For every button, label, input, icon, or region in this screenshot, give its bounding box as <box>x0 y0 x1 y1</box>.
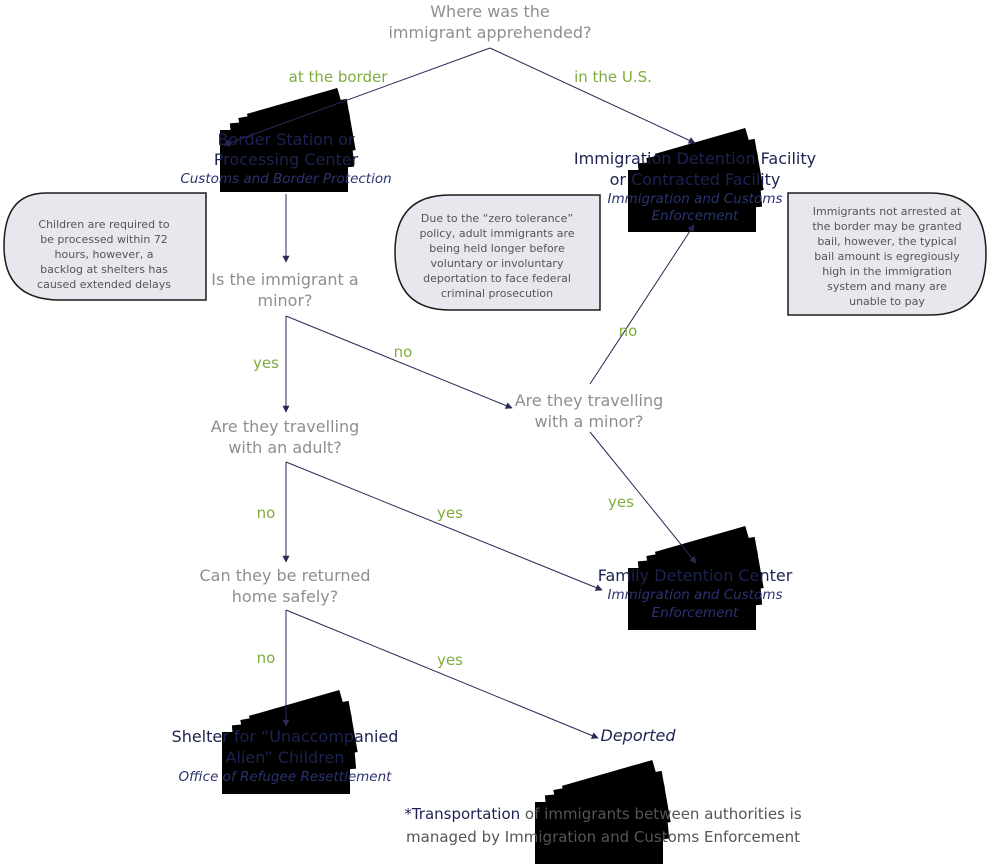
node-shelter-title-line1: Shelter for “Unaccompanied <box>172 727 399 746</box>
note-line: system and many are <box>827 280 947 293</box>
edge-label-minor-no: no <box>394 343 413 361</box>
note-line: hours, however, a <box>55 248 154 261</box>
connector-arrow <box>285 461 603 591</box>
footnote-line1-rest: of immigrants between authorities is <box>520 805 802 823</box>
connector-arrow <box>589 431 697 564</box>
note-line: high in the immigration <box>822 265 951 278</box>
connector-arrow <box>223 47 491 147</box>
node-family-center-agency-line2: Enforcement <box>652 605 739 621</box>
note-line: Children are required to <box>38 218 169 231</box>
question-return-line2: home safely? <box>232 587 338 606</box>
node-detention-facility-agency-line1: Immigration and Customs <box>607 191 782 207</box>
note-line: the border may be granted <box>812 220 961 233</box>
edge-label-minor-yes: yes <box>253 354 279 372</box>
note-line: voluntary or involuntary <box>431 257 564 270</box>
question-with-adult-line2: with an adult? <box>228 438 341 457</box>
note-line: deportation to face federal <box>423 272 571 285</box>
question-with-minor-line1: Are they travelling <box>515 391 664 410</box>
edge-label-in-us: in the U.S. <box>574 68 652 86</box>
connector-arrow <box>489 47 696 144</box>
note-line: bail, however, the typical <box>817 235 956 248</box>
speech-bubble <box>3 192 207 301</box>
connector-arrow <box>285 315 513 409</box>
speech-bubble <box>394 194 601 311</box>
edge-label-return-yes: yes <box>437 651 463 669</box>
edge-label-return-no: no <box>257 649 276 667</box>
node-detention-facility-agency-line2: Enforcement <box>652 208 739 224</box>
footnote-star: *Transportation <box>404 805 520 823</box>
question-where-line1: Where was the <box>430 2 550 21</box>
note-line: policy, adult immigrants are <box>419 227 574 240</box>
node-detention-facility-title-line2: or Contracted Facility <box>610 170 781 189</box>
note-line: bail amount is egregiously <box>814 250 960 263</box>
node-deported: Deported <box>601 726 677 745</box>
edge-label-at-border: at the border <box>289 68 389 86</box>
speech-bubble <box>787 192 987 316</box>
connector-arrow <box>285 609 599 739</box>
edge-label-with-minor-yes: yes <box>608 493 634 511</box>
note-line: unable to pay <box>849 295 925 308</box>
edge-label-with-adult-yes: yes <box>437 504 463 522</box>
footnote-line1: *Transportation of immigrants between au… <box>404 805 801 823</box>
edge-label-with-adult-no: no <box>257 504 276 522</box>
note-line: backlog at shelters has <box>40 263 168 276</box>
note-bail: Immigrants not arrested at the border ma… <box>812 205 962 308</box>
question-return-line1: Can they be returned <box>199 566 370 585</box>
node-detention-facility-title-line1: Immigration Detention Facility <box>574 149 816 168</box>
note-zero-tolerance: Due to the “zero tolerance” policy, adul… <box>419 212 574 300</box>
connector-arrow <box>589 224 695 385</box>
question-minor-line2: minor? <box>257 291 312 310</box>
question-with-adult-line1: Are they travelling <box>211 417 360 436</box>
node-shelter-title-line2: Alien” Children <box>226 748 345 767</box>
footnote-line2: managed by Immigration and Customs Enfor… <box>406 828 800 846</box>
note-line: Immigrants not arrested at <box>813 205 962 218</box>
node-border-station-title-line2: Processing Center <box>214 150 359 169</box>
node-family-center-title: Family Detention Center <box>598 566 793 585</box>
note-children-processing: Children are required to be processed wi… <box>37 218 171 291</box>
note-line: caused extended delays <box>37 278 171 291</box>
note-line: criminal prosecution <box>441 287 553 300</box>
note-line: Due to the “zero tolerance” <box>421 212 573 225</box>
node-family-center-agency-line1: Immigration and Customs <box>607 587 782 603</box>
note-line: be processed within 72 <box>40 233 168 246</box>
question-minor-line1: Is the immigrant a <box>211 270 358 289</box>
node-border-station-title-line1: Border Station or <box>217 130 354 149</box>
node-shelter-agency: Office of Refugee Resettlement <box>179 769 393 785</box>
note-line: being held longer before <box>429 242 565 255</box>
question-where-line2: immigrant apprehended? <box>388 23 591 42</box>
node-border-station-agency: Customs and Border Protection <box>180 171 391 187</box>
edge-label-with-minor-no: no <box>619 322 638 340</box>
question-with-minor-line2: with a minor? <box>535 412 644 431</box>
